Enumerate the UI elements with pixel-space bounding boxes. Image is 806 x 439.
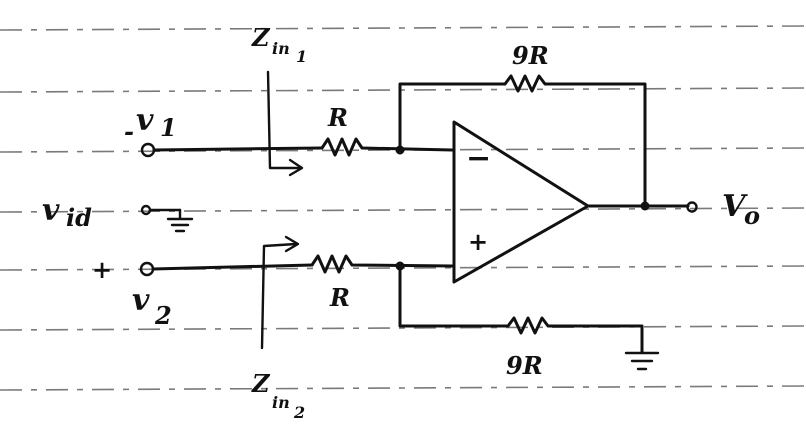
label-v2-index: 2 [154,301,172,330]
label-vo-sub: o [744,201,760,230]
ruled-line [0,325,806,331]
feedback-path [395,74,647,208]
ruled-line [0,87,806,93]
zin1-probe [266,70,304,177]
terminal-v1 [140,142,156,158]
ruled-lines [0,25,806,391]
label-v2: v [132,283,150,318]
zin2-probe [260,235,300,350]
label-v2-sign: + [92,255,112,284]
resistor-9r-ground [506,316,644,354]
label-v1: v [136,103,154,138]
label-v1-index: 1 [160,113,177,142]
label-v1-sign: - [124,117,134,146]
label-opamp-plus: + [468,227,488,256]
node-output [640,201,650,211]
resistor-r-bottom [310,254,454,274]
opamp-triangle [452,120,590,284]
label-zin1-index: 1 [296,47,307,66]
ground-symbol-input [148,208,194,233]
label-r-bottom: R [329,283,350,312]
ruled-line [0,385,806,391]
label-zin2-sub: in [272,393,290,412]
ground-path [395,261,660,371]
label-vid: v [42,193,60,228]
wire-inverting-input [152,137,454,157]
resistor-r-top [320,137,454,157]
label-zin2: Z [251,369,271,398]
label-vo: V [722,189,748,224]
label-zin2-index: 2 [293,403,305,422]
label-r-top: R [327,103,348,132]
label-opamp-minus: − [466,141,491,176]
label-9r-feedback: 9R [512,41,549,70]
output-wire [586,201,698,213]
ruled-line [0,207,806,213]
resistor-9r-feedback [503,74,647,208]
label-9r-ground: 9R [506,351,543,380]
ruled-line [0,25,806,31]
wire-noninverting-input [151,254,454,274]
label-zin1: Z [251,23,271,52]
ground-symbol [624,351,660,371]
terminal-vo [686,201,698,213]
label-vid-sub: id [66,203,92,232]
label-zin1-sub: in [272,39,290,58]
